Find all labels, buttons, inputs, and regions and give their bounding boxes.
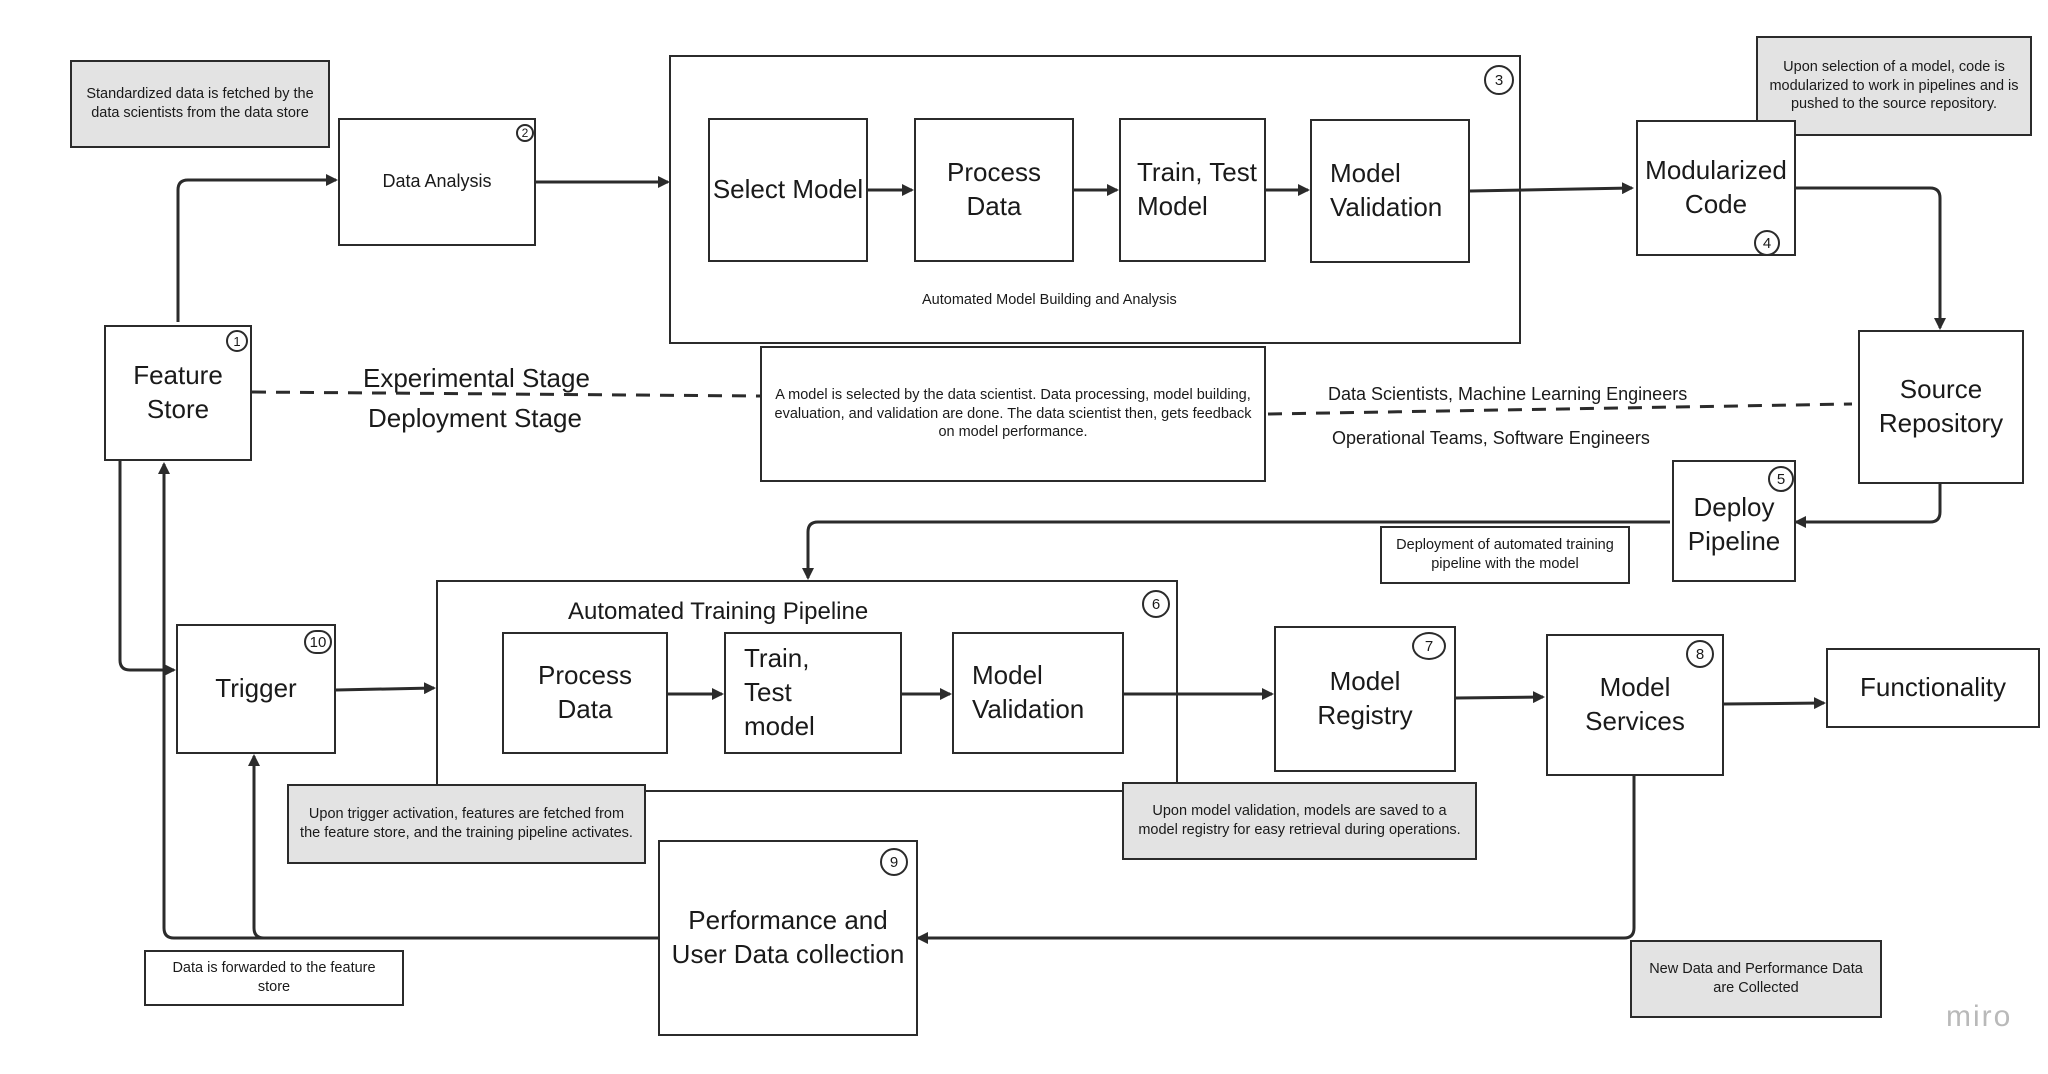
stage-divider-left [251, 390, 761, 398]
step-3-badge: 3 [1484, 65, 1514, 95]
arrow-feature-to-trigger [118, 460, 176, 676]
process-data-bottom-node[interactable]: Process Data [502, 632, 668, 754]
model-validation-bottom-node[interactable]: Model Validation [952, 632, 1124, 754]
automated-model-building-container [669, 55, 1521, 344]
train-test-bottom-node[interactable]: Train, Test model [724, 632, 902, 754]
step-10-badge: 10 [304, 630, 332, 654]
train-test-top-node[interactable]: Train, Test Model [1119, 118, 1266, 262]
miro-watermark: miro [1946, 1000, 2013, 1033]
step-7-badge: 7 [1412, 632, 1446, 660]
roles-bottom-label: Operational Teams, Software Engineers [1332, 428, 1650, 448]
arrow-trigger-to-training [335, 682, 436, 695]
arrow-deploy-to-training [802, 520, 1670, 580]
step-9-badge: 9 [880, 848, 908, 876]
performance-data-node[interactable]: Performance and User Data collection [658, 840, 918, 1036]
note-data-fetch: Standardized data is fetched by the data… [70, 60, 330, 148]
arrow-modularized-to-source [1796, 186, 1946, 330]
automated-model-building-label: Automated Model Building and Analysis [922, 292, 1177, 308]
automated-training-pipeline-container [436, 580, 1178, 792]
roles-top-label: Data Scientists, Machine Learning Engine… [1328, 384, 1688, 404]
model-validation-top-node[interactable]: Model Validation [1310, 119, 1470, 263]
stage-divider-right [1267, 402, 1853, 416]
deployment-stage-label: Deployment Stage [368, 403, 582, 433]
select-model-node[interactable]: Select Model [708, 118, 868, 262]
functionality-node[interactable]: Functionality [1826, 648, 2040, 728]
step-8-badge: 8 [1686, 640, 1714, 668]
step-5-badge: 5 [1768, 466, 1794, 492]
process-data-top-node[interactable]: Process Data [914, 118, 1074, 262]
note-trigger: Upon trigger activation, features are fe… [287, 784, 646, 864]
arrow-validation-to-modularized [1469, 182, 1634, 195]
note-forwarded: Data is forwarded to the feature store [144, 950, 404, 1006]
note-experimental: A model is selected by the data scientis… [760, 346, 1266, 482]
step-6-badge: 6 [1142, 590, 1170, 618]
note-modularize: Upon selection of a model, code is modul… [1756, 36, 2032, 136]
automated-training-pipeline-label: Automated Training Pipeline [568, 598, 869, 625]
source-repository-node[interactable]: Source Repository [1858, 330, 2024, 484]
arrow-registry-to-services [1455, 691, 1545, 704]
step-1-badge: 1 [226, 330, 248, 352]
arrow-services-to-performance [916, 776, 1636, 944]
data-analysis-node[interactable]: Data Analysis [338, 118, 536, 246]
step-4-badge: 4 [1754, 230, 1780, 256]
arrow-feature-to-analysis [176, 174, 338, 322]
arrow-services-to-functionality [1723, 697, 1826, 710]
note-deploy: Deployment of automated training pipelin… [1380, 526, 1630, 584]
arrow-source-to-deploy [1794, 484, 1942, 528]
note-collected: New Data and Performance Data are Collec… [1630, 940, 1882, 1018]
step-2-badge: 2 [516, 124, 534, 142]
experimental-stage-label: Experimental Stage [363, 363, 590, 393]
note-registry: Upon model validation, models are saved … [1122, 782, 1477, 860]
arrow-performance-to-feature [158, 462, 658, 940]
